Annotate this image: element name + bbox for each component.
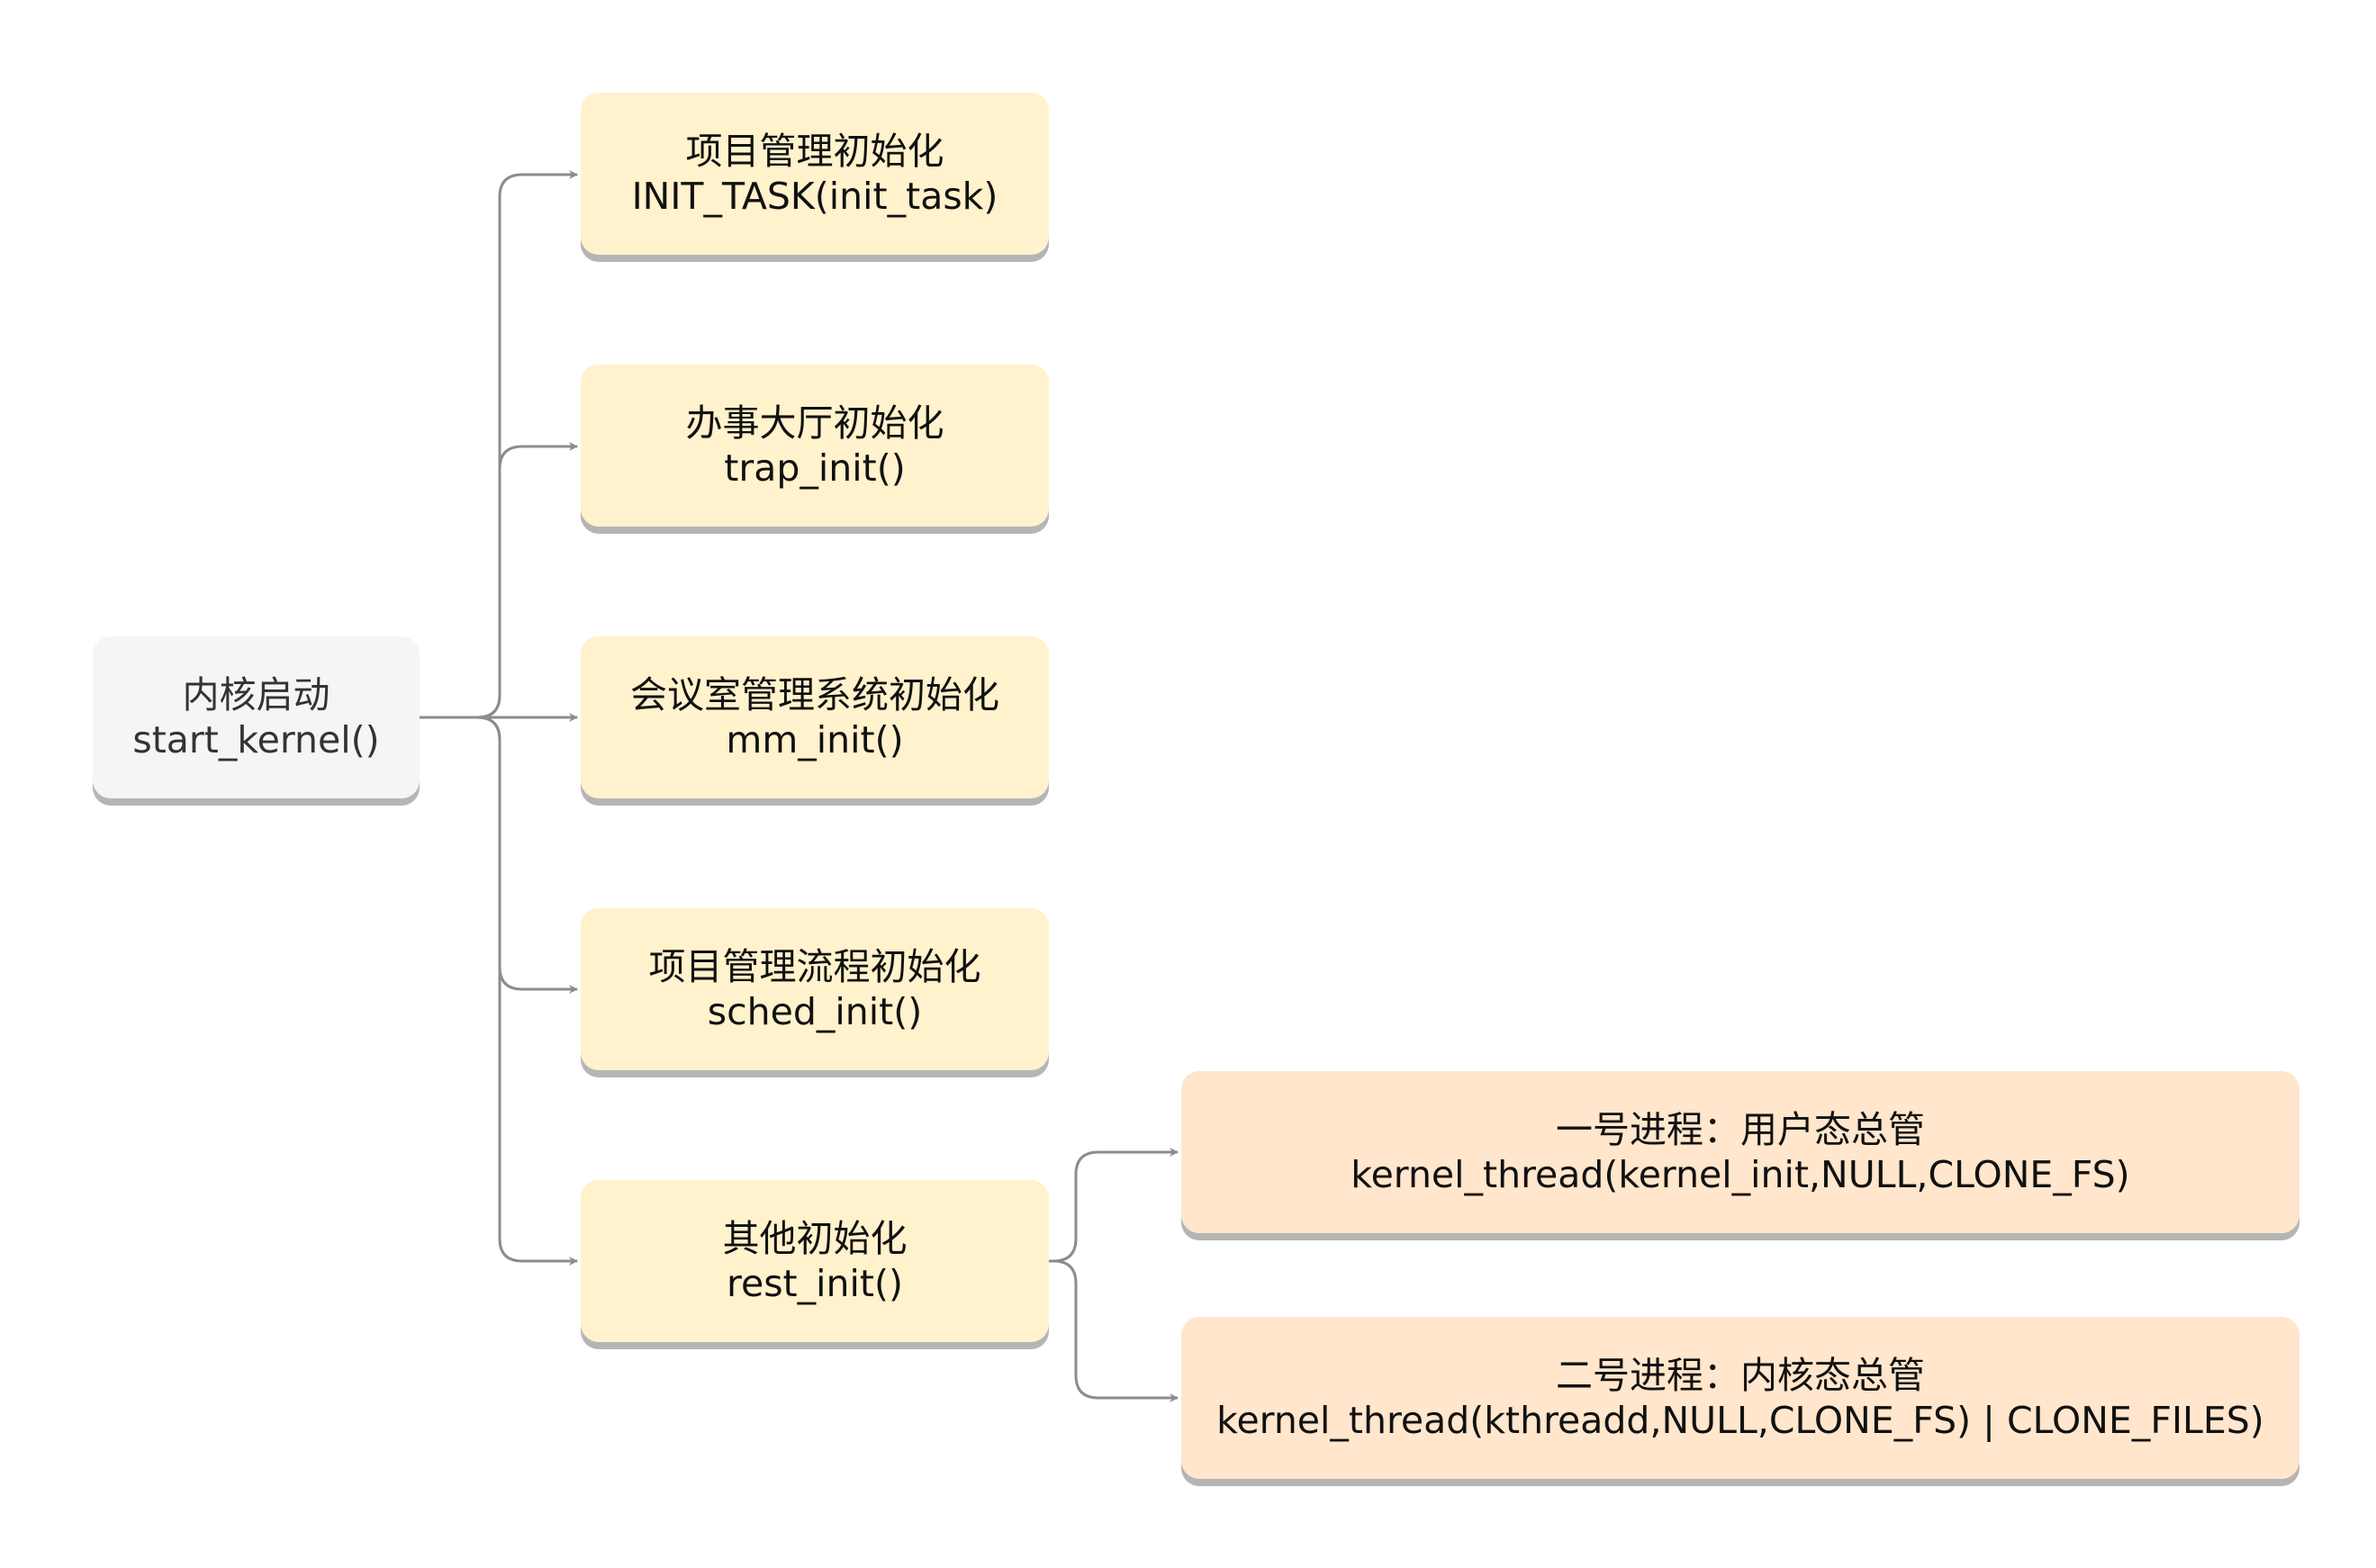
node-sched-init: 项目管理流程初始化 sched_init() xyxy=(581,908,1049,1070)
connector-root-to-trap xyxy=(420,442,578,719)
connector-rest-to-process-2 xyxy=(1049,1259,1179,1402)
node-title: 项目管理初始化 xyxy=(685,130,944,173)
node-title: 内核启动 xyxy=(182,673,330,716)
node-code: kernel_thread(kernel_init,NULL,CLONE_FS) xyxy=(1351,1153,2130,1196)
node-code: kernel_thread(kthreadd,NULL,CLONE_FS) | … xyxy=(1216,1399,2264,1442)
node-title: 会议室管理系统初始化 xyxy=(630,673,999,716)
node-mm-init: 会议室管理系统初始化 mm_init() xyxy=(581,636,1049,798)
node-trap-init: 办事大厅初始化 trap_init() xyxy=(581,365,1049,527)
node-code: start_kernel() xyxy=(132,718,380,761)
node-code: mm_init() xyxy=(726,718,904,761)
node-title: 其他初始化 xyxy=(722,1217,908,1260)
node-title: 项目管理流程初始化 xyxy=(648,945,981,988)
node-title: 办事大厅初始化 xyxy=(685,401,944,445)
node-title: 一号进程：用户态总管 xyxy=(1556,1108,1925,1151)
node-code: sched_init() xyxy=(707,990,923,1033)
node-process-1: 一号进程：用户态总管 kernel_thread(kernel_init,NUL… xyxy=(1181,1071,2299,1233)
connector-root-to-rest xyxy=(420,716,578,1266)
node-title: 二号进程：内核态总管 xyxy=(1556,1354,1925,1397)
node-code: trap_init() xyxy=(724,446,906,490)
node-rest-init: 其他初始化 rest_init() xyxy=(581,1180,1049,1342)
node-start-kernel: 内核启动 start_kernel() xyxy=(93,636,420,798)
node-code: INIT_TASK(init_task) xyxy=(631,175,998,218)
node-code: rest_init() xyxy=(727,1262,903,1305)
connector-rest-to-process-1 xyxy=(1049,1148,1179,1263)
node-process-2: 二号进程：内核态总管 kernel_thread(kthreadd,NULL,C… xyxy=(1181,1317,2299,1479)
node-init-task: 项目管理初始化 INIT_TASK(init_task) xyxy=(581,93,1049,255)
